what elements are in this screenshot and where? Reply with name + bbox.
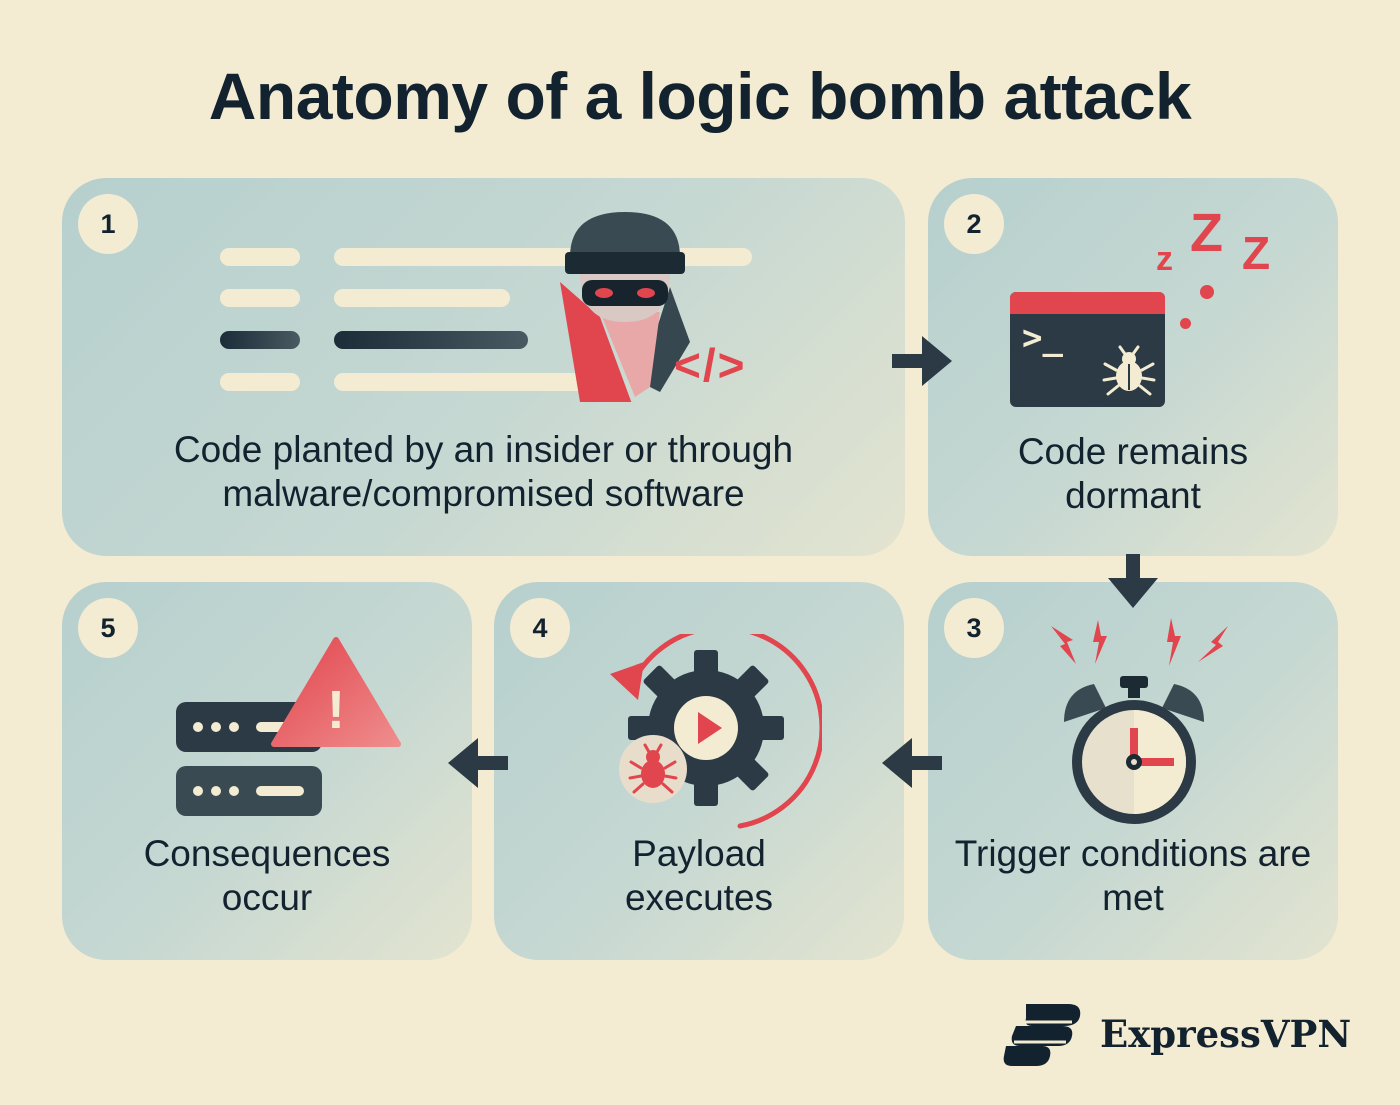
expressvpn-logo: ExpressVPN bbox=[1002, 1004, 1351, 1070]
play-icon bbox=[674, 696, 738, 760]
step-number-badge: 2 bbox=[944, 194, 1004, 254]
brand-name: ExpressVPN bbox=[1100, 1012, 1352, 1056]
step-4-card: 4 Payload executes bbox=[494, 582, 904, 960]
warning-mark: ! bbox=[327, 680, 345, 740]
bug-icon bbox=[619, 735, 687, 803]
warning-icon: ! bbox=[271, 637, 401, 747]
step-5-caption: Consequences occur bbox=[143, 833, 391, 918]
terminal-prompt: >_ bbox=[1022, 318, 1063, 358]
alarm-clock-icon bbox=[1064, 676, 1204, 824]
arrow-left-icon bbox=[882, 738, 942, 788]
terminal-icon: >_ bbox=[1010, 292, 1165, 407]
step-number-badge: 3 bbox=[944, 598, 1004, 658]
step-5-card: 5 ! Consequences occur bbox=[62, 582, 472, 960]
step-3-card: 3 Trigger conditions are met bbox=[928, 582, 1338, 960]
step-1-card: 1 </> Code planted by an insider or thro… bbox=[62, 178, 905, 556]
arrow-left-icon bbox=[448, 738, 508, 788]
bug-icon bbox=[1102, 345, 1156, 396]
server-icon bbox=[176, 702, 322, 816]
code-tag-icon: </> bbox=[674, 339, 747, 391]
step-2-caption: Code remains dormant bbox=[1017, 431, 1249, 516]
step-4-caption: Payload executes bbox=[624, 833, 774, 918]
hacker-icon bbox=[560, 212, 690, 402]
step-number-badge: 4 bbox=[510, 598, 570, 658]
step-1-caption: Code planted by an insider or through ma… bbox=[173, 429, 794, 514]
arrow-right-icon bbox=[892, 336, 952, 386]
step-number-badge: 1 bbox=[78, 194, 138, 254]
arrow-down-icon bbox=[1108, 554, 1158, 608]
step-number-badge: 5 bbox=[78, 598, 138, 658]
page-title: Anatomy of a logic bomb attack bbox=[208, 59, 1192, 133]
step-3-caption: Trigger conditions are met bbox=[954, 833, 1312, 918]
step-2-card: 2 >_ z Z Z Code remains dormant bbox=[928, 178, 1338, 556]
cycle-arrow-icon bbox=[610, 634, 822, 829]
lightning-icon bbox=[1051, 618, 1228, 666]
expressvpn-logo-icon bbox=[1003, 1004, 1081, 1066]
